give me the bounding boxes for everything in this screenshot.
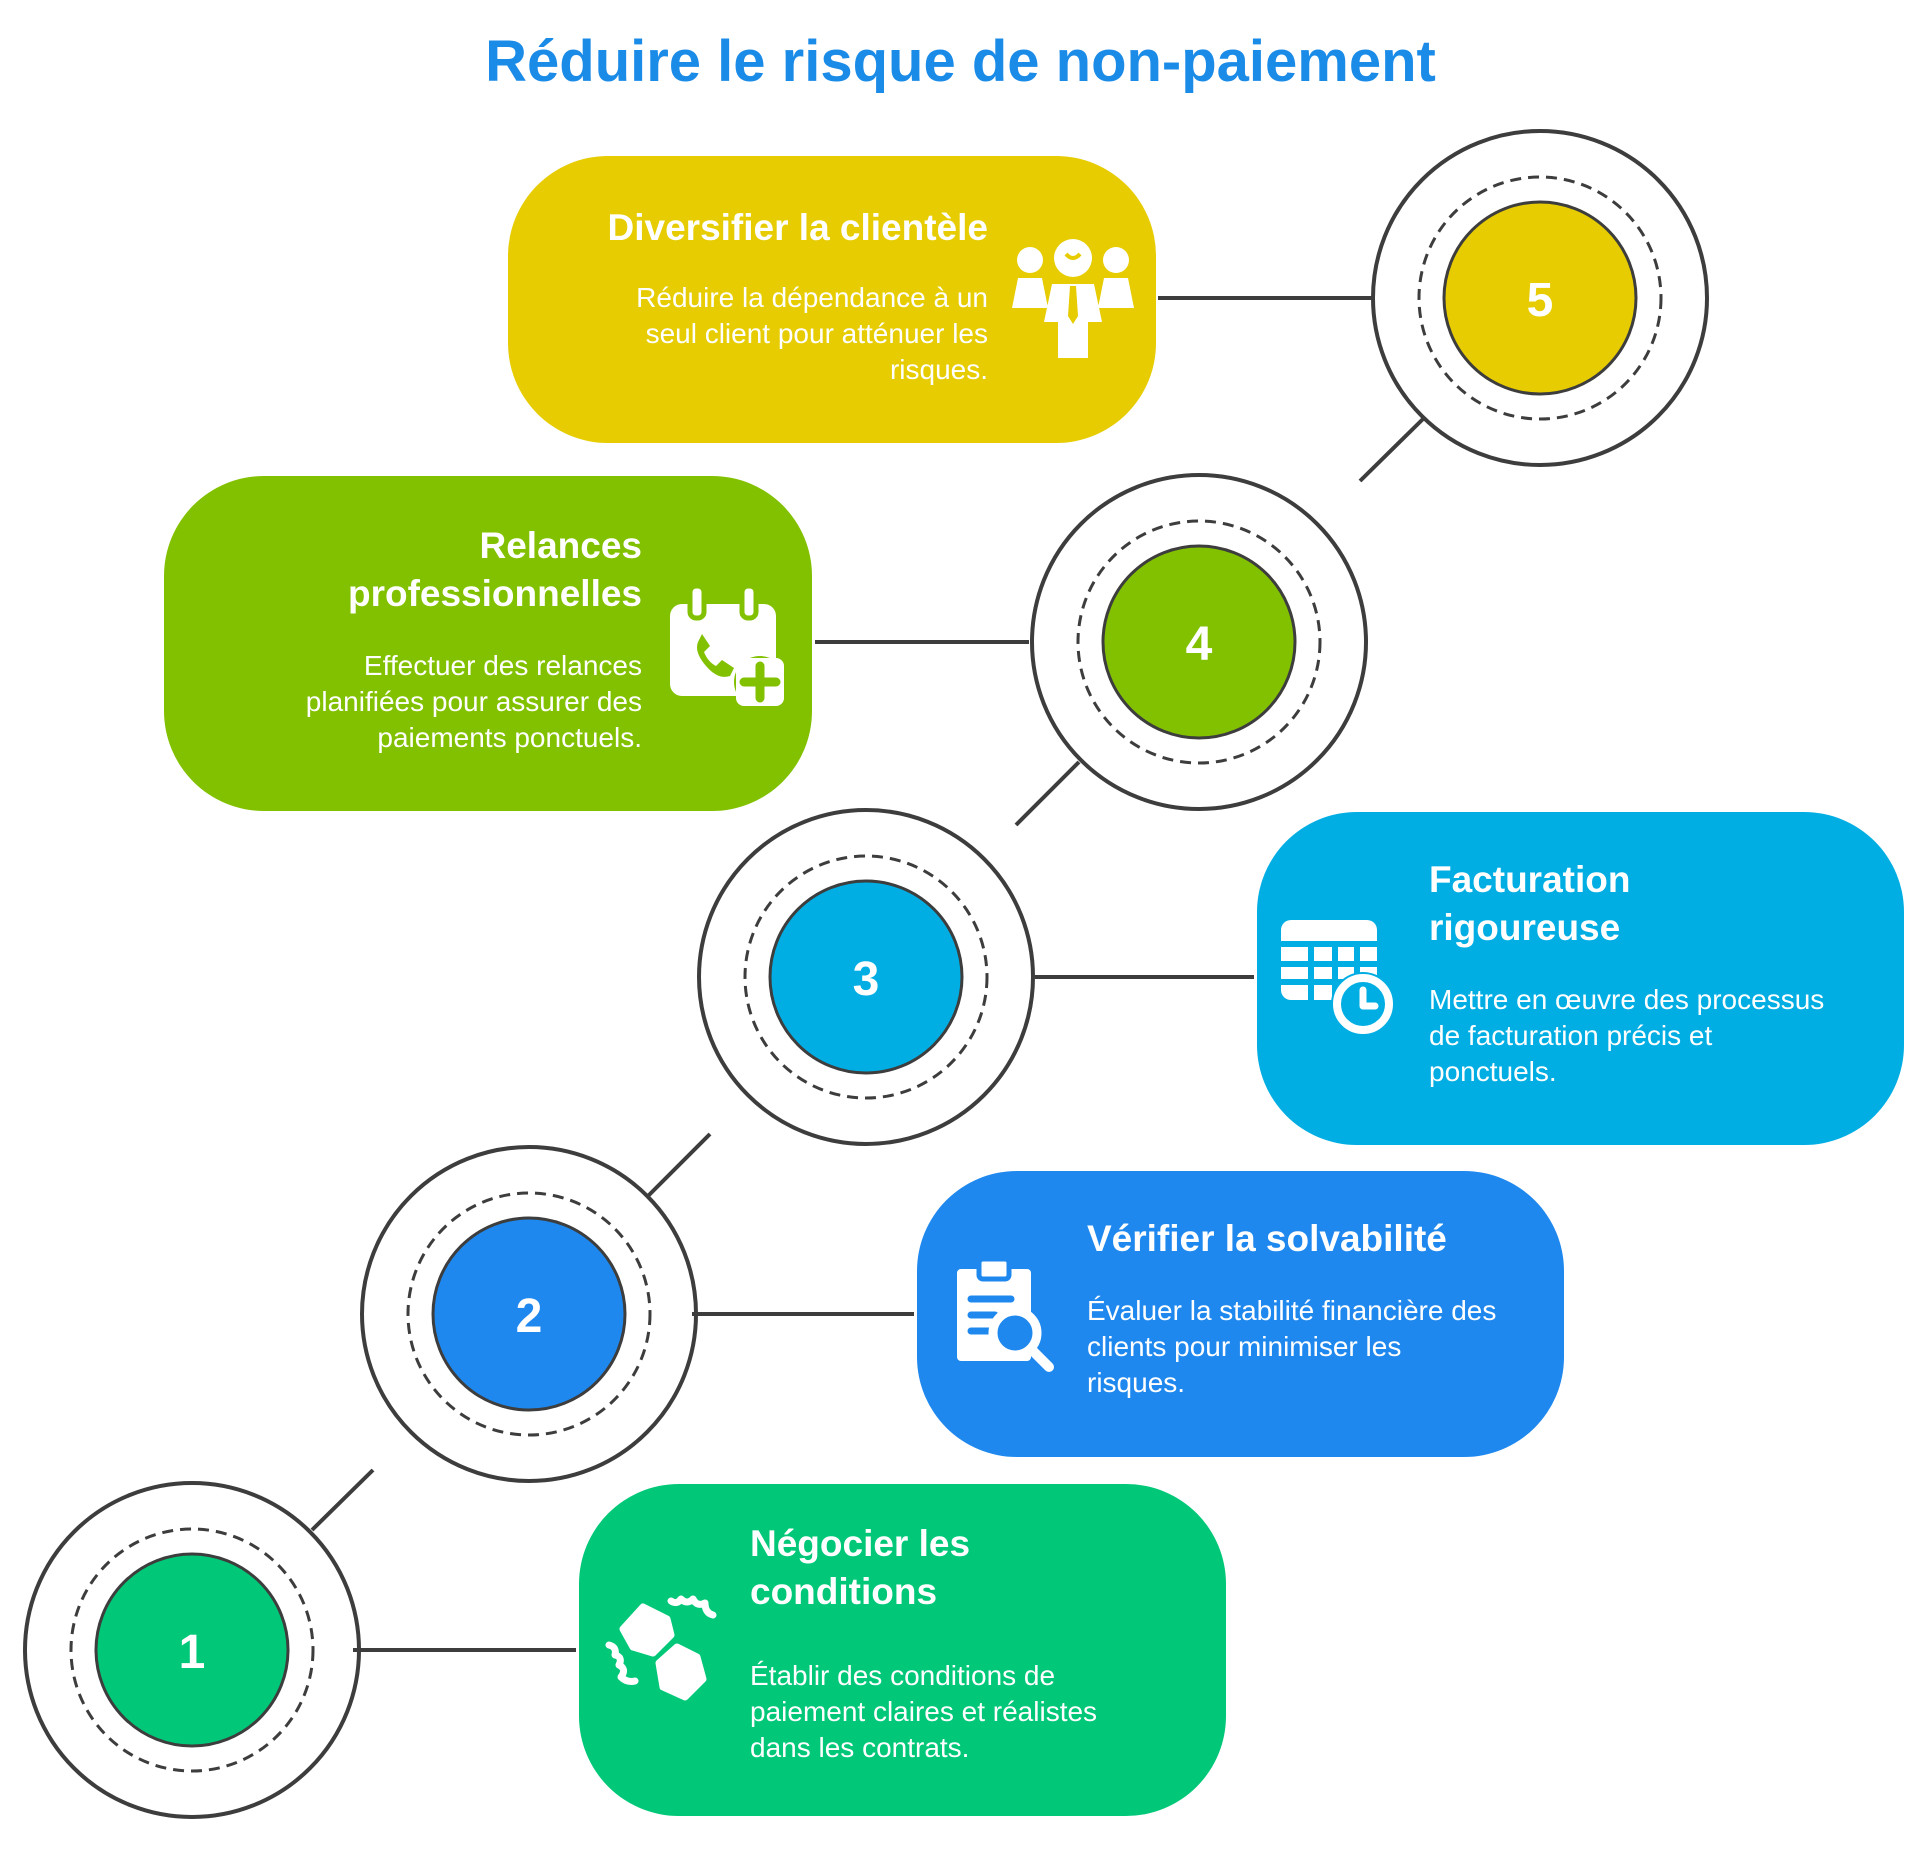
- step-number-3: 3: [853, 953, 880, 1006]
- step-number-1: 1: [179, 1626, 206, 1679]
- step-ring-3: 3: [697, 808, 1035, 1146]
- step-number-5: 5: [1527, 274, 1554, 327]
- step-title-4: Relances professionnelles: [347, 525, 642, 614]
- team-icon: [1008, 232, 1138, 362]
- step-description-4: Effectuer des relances planifiées pour a…: [305, 650, 642, 753]
- step-title-3: Facturation rigoureuse: [1429, 859, 1631, 948]
- step-card-3: Facturation rigoureuse Mettre en œuvre d…: [1257, 812, 1904, 1145]
- clipboard-search-icon: [937, 1251, 1062, 1376]
- connector-3-4: [1014, 760, 1081, 827]
- step-number-4: 4: [1186, 618, 1213, 671]
- step-circle-1: [94, 1552, 290, 1748]
- step-ring-5: 5: [1371, 129, 1709, 467]
- step-ring-4: 4: [1030, 473, 1368, 811]
- step-description-1: Établir des conditions de paiement clair…: [750, 1660, 1098, 1763]
- connector-2-3: [646, 1132, 712, 1198]
- step-card-1: Négocier les conditions Établir des cond…: [579, 1484, 1226, 1816]
- step-card-4: Relances professionnelles Effectuer des …: [164, 476, 812, 811]
- calendar-phone-icon: [664, 582, 794, 712]
- step-title-1: Négocier les conditions: [750, 1523, 971, 1612]
- step-description-3: Mettre en œuvre des processus de factura…: [1429, 984, 1825, 1087]
- page-title: Réduire le risque de non-paiement: [485, 29, 1436, 94]
- step-card-5: Diversifier la clientèle Réduire la dépe…: [508, 156, 1156, 443]
- step-ring-2: 2: [360, 1145, 698, 1483]
- step-number-2: 2: [516, 1290, 543, 1343]
- step-title-2: Vérifier la solvabilité: [1087, 1218, 1447, 1259]
- step-title-5: Diversifier la clientèle: [607, 207, 988, 248]
- table-clock-icon: [1275, 914, 1405, 1044]
- step-card-2: Vérifier la solvabilité Évaluer la stabi…: [917, 1171, 1564, 1457]
- step-ring-1: 1: [23, 1481, 361, 1819]
- connector-4-5: [1358, 417, 1425, 483]
- step-circle-5: [1442, 200, 1638, 396]
- step-description-2: Évaluer la stabilité financière des clie…: [1087, 1295, 1497, 1398]
- step-circle-3: [768, 879, 964, 1075]
- step-circle-4: [1101, 544, 1297, 740]
- handshake-icon: [601, 1589, 726, 1714]
- step-circle-2: [431, 1216, 627, 1412]
- step-description-5: Réduire la dépendance à un seul client p…: [636, 282, 988, 385]
- connector-1-2: [310, 1468, 375, 1532]
